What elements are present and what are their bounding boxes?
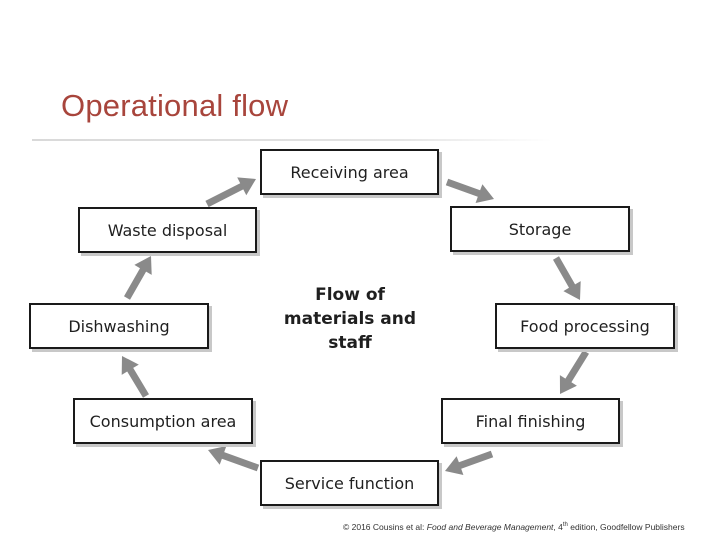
center-label: Flow of materials and staff	[270, 283, 430, 355]
node-food-processing: Food processing	[495, 303, 675, 349]
node-final-finishing: Final finishing	[441, 398, 620, 444]
node-receiving-area: Receiving area	[260, 149, 439, 195]
node-label: Final finishing	[475, 411, 586, 431]
slide-title: Operational flow	[61, 88, 289, 123]
node-dishwashing: Dishwashing	[29, 303, 209, 349]
arrow-dishwashing-to-waste	[124, 256, 152, 300]
footer-book-title: Food and Beverage Management	[426, 522, 554, 532]
arrow-storage-to-food-processing	[553, 256, 581, 300]
arrow-food-processing-to-final	[559, 350, 589, 394]
footer-edition-number: , 4	[553, 522, 563, 532]
footer-prefix: © 2016 Cousins et al:	[343, 522, 427, 532]
footer-edition-suffix: th	[562, 522, 568, 529]
footer-publisher: edition, Goodfellow Publishers	[567, 522, 685, 532]
center-label-line-3: staff	[328, 333, 372, 353]
node-label: Food processing	[520, 316, 650, 336]
arrow-consumption-to-dishwashing	[121, 356, 149, 398]
node-label: Dishwashing	[68, 316, 170, 336]
node-label: Consumption area	[89, 411, 237, 431]
center-label-line-1: Flow of	[315, 285, 385, 305]
node-consumption-area: Consumption area	[73, 398, 253, 444]
node-label: Waste disposal	[107, 220, 228, 240]
center-label-line-2: materials and	[283, 309, 417, 329]
copyright-footer: © 2016 Cousins et al: Food and Beverage …	[343, 522, 685, 532]
title-divider	[32, 139, 552, 141]
arrow-waste-to-receiving	[205, 177, 256, 208]
arrow-service-to-consumption	[208, 446, 260, 472]
arrow-receiving-to-storage	[445, 178, 494, 203]
node-service-function: Service function	[260, 460, 439, 506]
node-waste-disposal: Waste disposal	[78, 207, 257, 253]
arrow-final-to-service	[445, 450, 494, 475]
node-storage: Storage	[450, 206, 630, 252]
node-label: Receiving area	[290, 162, 409, 182]
node-label: Storage	[508, 219, 572, 239]
node-label: Service function	[284, 473, 415, 493]
